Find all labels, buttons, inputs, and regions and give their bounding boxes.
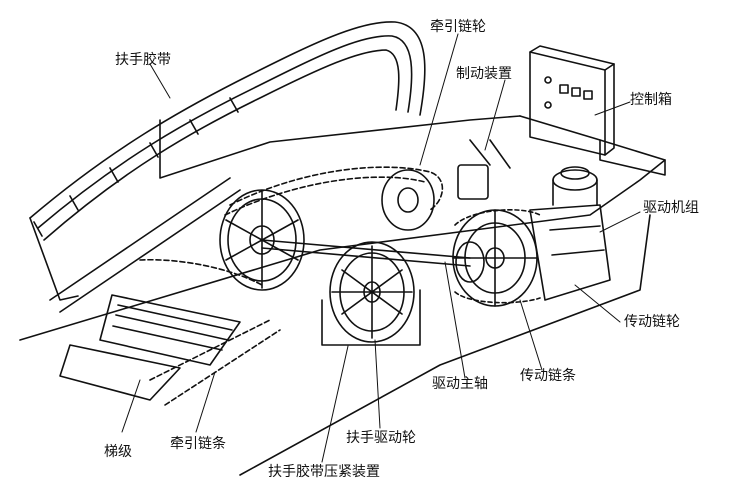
label-drive-main-shaft: 驱动主轴 (432, 376, 488, 392)
label-handrail-drive-wheel: 扶手驱动轮 (346, 430, 416, 446)
label-handrail-tensioner: 扶手胶带压紧装置 (268, 464, 380, 480)
label-transmission-sprocket: 传动链轮 (624, 314, 680, 330)
label-transmission-chain: 传动链条 (520, 368, 576, 384)
leader-lines (121, 33, 641, 463)
handrail-belt-drawing (29, 21, 426, 241)
drive-unit-drawing (529, 166, 611, 301)
control-box-drawing (529, 45, 615, 156)
label-traction-chain: 牵引链条 (170, 436, 226, 452)
label-handrail-belt: 扶手胶带 (115, 52, 171, 68)
balustrade-panel-drawing (29, 115, 521, 313)
traction-chain-loop-drawing (224, 166, 444, 216)
handrail-drive-wheel-drawing (321, 241, 421, 346)
brake-drum-drawing (381, 139, 511, 231)
label-drive-unit: 驱动机组 (643, 200, 699, 216)
traction-chain-lower-drawing (139, 258, 281, 406)
label-control-box: 控制箱 (630, 92, 672, 108)
steps-drawing (59, 294, 241, 401)
transmission-sprocket-drawing (452, 209, 538, 307)
label-brake-device: 制动装置 (456, 66, 512, 82)
label-traction-sprocket: 牵引链轮 (430, 19, 486, 35)
label-step: 梯级 (104, 444, 132, 460)
transmission-chain-drawing (454, 209, 541, 304)
drive-main-shaft-drawing (261, 239, 485, 283)
